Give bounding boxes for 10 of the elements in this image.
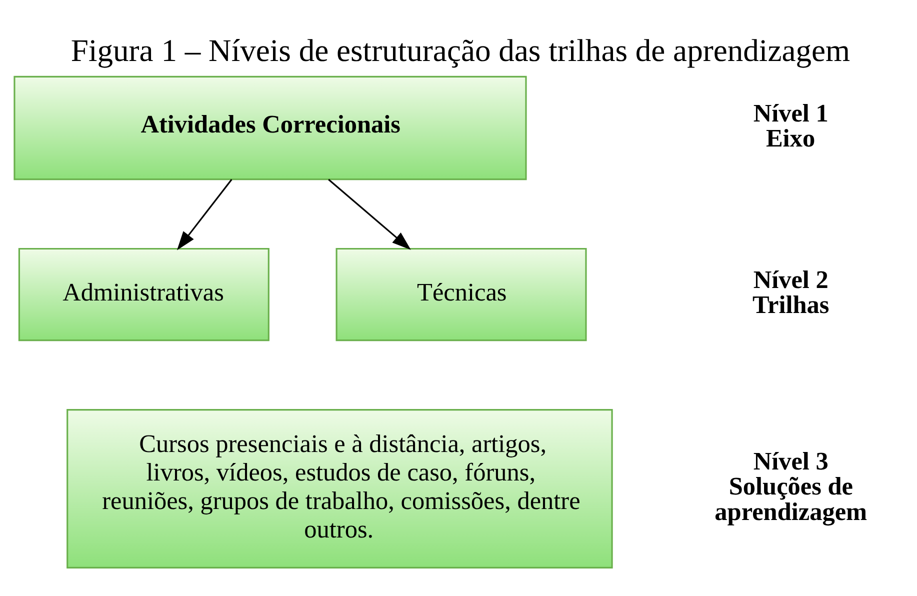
node-box: Atividades Correcionais xyxy=(14,75,527,180)
node-box: Técnicas xyxy=(336,247,587,341)
node-box: Administrativas xyxy=(18,247,270,341)
node-box: Cursos presenciais e à distância, artigos, livros, vídeos, estudos de caso, fóruns, reuniões, grupos de trabalho, comissões, dentre outros. xyxy=(66,408,613,568)
diagram-title: Figura 1 – Níveis de estruturação das trilhas de aprendizagem xyxy=(70,32,850,68)
label: Nível 3 Soluções de aprendizagem xyxy=(714,446,868,526)
arrow xyxy=(328,178,411,250)
label: Nível 1 Eixo xyxy=(753,98,828,152)
arrow xyxy=(176,178,232,250)
label: Nível 2 Trilhas xyxy=(752,265,830,319)
